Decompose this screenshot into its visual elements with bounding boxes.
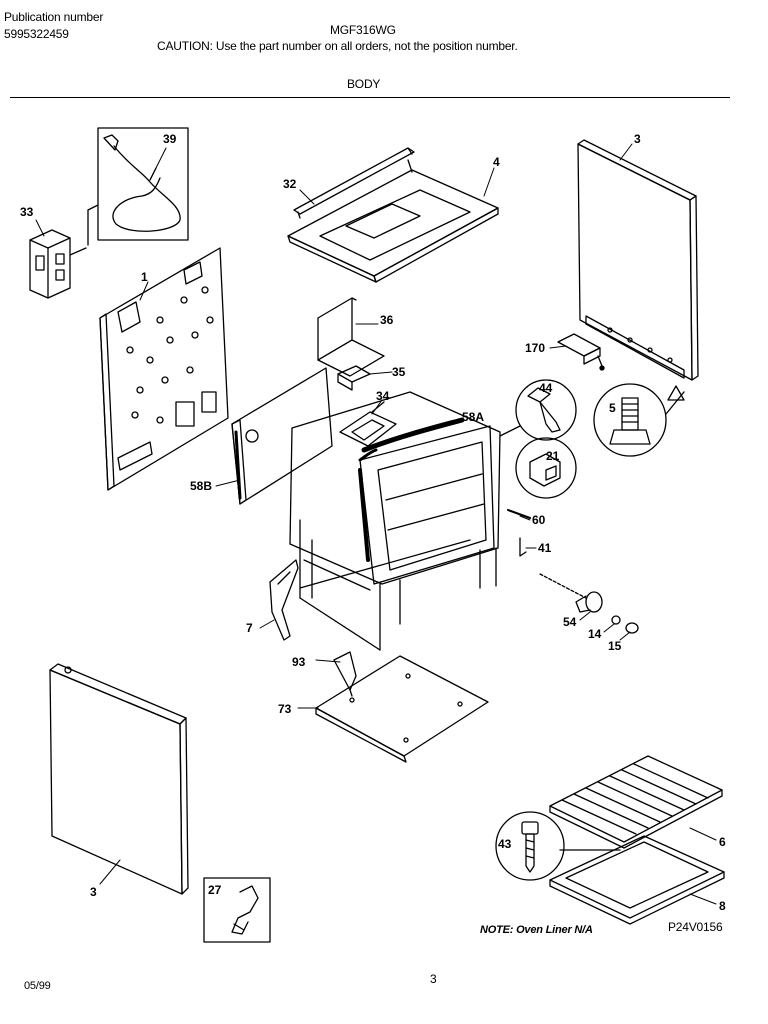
part-label-5: 5 xyxy=(609,401,616,415)
revision-date: 05/99 xyxy=(24,980,51,992)
publication-number: 5995322459 xyxy=(4,27,69,41)
insulation-top-drawing xyxy=(358,417,465,562)
bottom-panel-drawing xyxy=(315,651,489,763)
insulation-side-drawing xyxy=(231,367,333,505)
model-number: MGF316WG xyxy=(330,23,396,37)
part-label-54: 54 xyxy=(563,615,577,629)
part-label-44: 44 xyxy=(539,381,553,395)
knob-callout-drawing xyxy=(499,379,577,441)
screw-callout-drawing xyxy=(495,811,565,881)
part-label-8: 8 xyxy=(719,899,726,913)
part-label-58a: 58A xyxy=(462,410,484,424)
oven-light-drawing xyxy=(539,573,639,634)
part-label-6: 6 xyxy=(719,835,726,849)
part-label-34: 34 xyxy=(376,389,390,403)
section-title: BODY xyxy=(347,77,381,91)
part-label-60: 60 xyxy=(532,513,546,527)
part-label-93: 93 xyxy=(292,655,306,669)
terminal-block-drawing xyxy=(29,229,87,299)
part-label-21: 21 xyxy=(546,449,560,463)
page-number: 3 xyxy=(430,972,437,986)
leveling-leg-callout-drawing xyxy=(593,383,685,457)
burner-box-cover-drawing xyxy=(317,297,385,377)
oven-liner-drawing xyxy=(549,835,725,925)
part-label-4: 4 xyxy=(493,155,500,169)
diagram-code: P24V0156 xyxy=(668,920,723,934)
part-label-7: 7 xyxy=(246,621,253,635)
part-labels: 39 33 32 4 3 1 36 35 170 34 58A 44 5 21 … xyxy=(20,132,726,913)
oven-liner-note: NOTE: Oven Liner N/A xyxy=(480,924,593,936)
back-panel-drawing xyxy=(99,247,229,491)
bracket-drawing xyxy=(557,333,605,371)
part-label-43: 43 xyxy=(498,837,512,851)
part-label-73: 73 xyxy=(278,702,292,716)
part-label-36: 36 xyxy=(380,313,394,327)
publication-label: Publication number xyxy=(4,10,104,24)
caution-text: CAUTION: Use the part number on all orde… xyxy=(157,39,518,53)
burner-drawing xyxy=(339,401,397,447)
clip-drawing xyxy=(203,877,271,943)
part-label-33: 33 xyxy=(20,205,34,219)
part-label-3-bottom: 3 xyxy=(90,885,97,899)
bushing-callout-drawing xyxy=(515,437,577,499)
broiler-bracket-drawing xyxy=(269,559,299,641)
part-label-27: 27 xyxy=(208,883,222,897)
oven-rack-drawing xyxy=(549,755,723,849)
part-label-170: 170 xyxy=(525,341,545,355)
part-label-14: 14 xyxy=(588,627,602,641)
part-label-58b: 58B xyxy=(190,479,212,493)
part-label-3-top: 3 xyxy=(634,132,641,146)
header-divider xyxy=(10,97,730,98)
part-label-15: 15 xyxy=(608,639,622,653)
part-label-32: 32 xyxy=(283,177,297,191)
side-panel-left-drawing xyxy=(49,663,189,895)
small-bracket-drawing xyxy=(337,365,371,391)
part-label-41: 41 xyxy=(538,541,552,555)
leader-lines xyxy=(35,143,717,905)
top-rail-drawing xyxy=(293,147,415,219)
oven-body-drawing xyxy=(289,391,501,651)
side-panel-right-drawing xyxy=(577,139,699,401)
part-label-1: 1 xyxy=(141,270,148,284)
part-label-35: 35 xyxy=(392,365,406,379)
part-label-39: 39 xyxy=(163,132,177,146)
cooktop-tray-drawing xyxy=(287,159,499,283)
fastener-drawing xyxy=(507,509,531,557)
